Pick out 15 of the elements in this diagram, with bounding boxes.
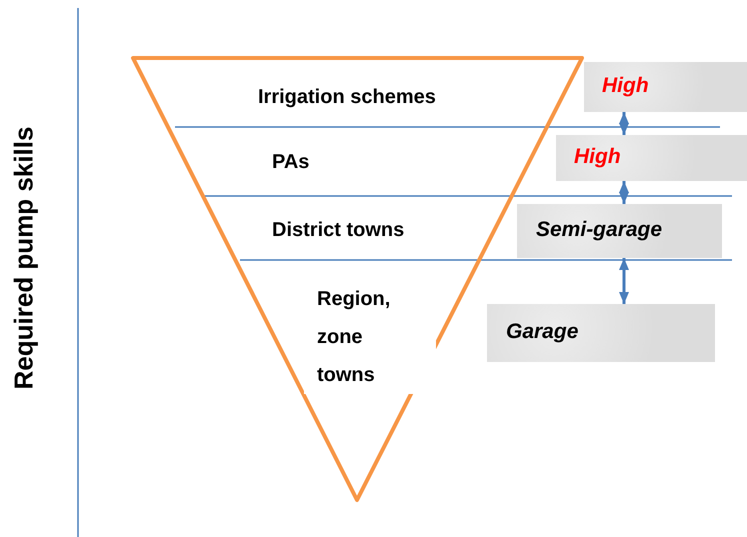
level-label: High: [602, 74, 649, 98]
level-box: [517, 204, 722, 258]
level-box: [487, 304, 715, 362]
double-arrow: [619, 181, 629, 204]
band-label: PAs: [272, 143, 352, 181]
level-label: High: [574, 145, 621, 169]
level-box: [584, 62, 747, 112]
double-arrow: [619, 258, 629, 304]
level-label: Garage: [506, 320, 578, 344]
axis-title: Required pump skills: [8, 126, 40, 390]
double-arrow: [619, 112, 629, 135]
level-box: [556, 135, 747, 181]
level-label: Semi-garage: [536, 218, 662, 242]
band-label: Irrigation schemes: [258, 78, 498, 116]
band-label: District towns: [272, 211, 452, 249]
